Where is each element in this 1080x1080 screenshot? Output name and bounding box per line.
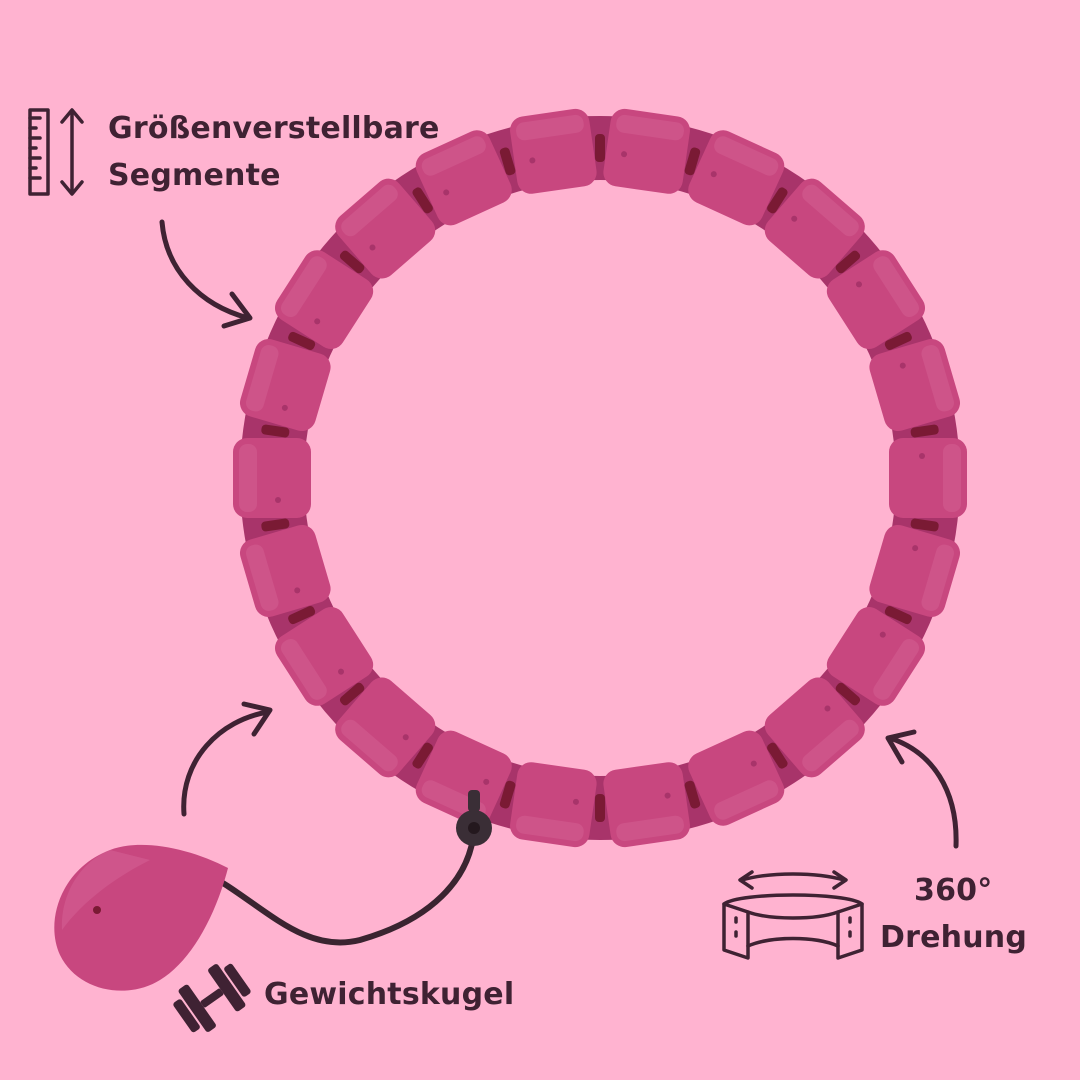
arrow-rotation <box>885 729 959 849</box>
hoop-joint <box>884 606 912 625</box>
hoop-segment <box>826 607 926 706</box>
hoop-joint <box>339 250 365 274</box>
segments-line1: Größenverstellbare <box>108 111 440 146</box>
weight-ball <box>54 844 229 991</box>
hoop-segment <box>239 524 331 617</box>
hoop-joint <box>884 331 912 350</box>
hoop-segment <box>415 130 512 226</box>
hoop-segment <box>603 108 690 194</box>
hoop-segment <box>688 130 785 226</box>
hoop-segment <box>764 178 865 279</box>
hoop-segment <box>233 438 311 518</box>
feature-weight-label: Gewichtskugel <box>264 972 514 1019</box>
hoop-segment <box>869 339 961 432</box>
weight-cord <box>197 827 477 946</box>
hoop-segment <box>274 607 374 706</box>
hoop-segment <box>764 677 865 778</box>
hoop-joint <box>412 742 433 769</box>
hoop-joint <box>684 780 701 809</box>
feature-rotation-label: 360° Drehung <box>880 868 1027 961</box>
hoop-joint <box>595 794 605 822</box>
hoop-segment <box>274 250 374 349</box>
hoop-joint <box>339 682 365 706</box>
segments-line2: Segmente <box>108 157 281 193</box>
hoop-segment <box>510 108 597 194</box>
arrow-weight <box>181 701 273 817</box>
hoop-joint <box>288 606 316 625</box>
hoop-segment <box>239 339 331 432</box>
connector-stem <box>468 790 480 812</box>
hoop-joint <box>684 147 701 176</box>
hoop-joint <box>499 147 516 176</box>
hoop-segment <box>688 730 785 826</box>
hoop-segment <box>869 524 961 617</box>
hoop-segment <box>603 762 690 848</box>
hoop-joint <box>835 682 861 706</box>
hoop-joint <box>835 250 861 274</box>
ruler-height-icon <box>28 108 84 196</box>
hoop-joint <box>261 518 290 532</box>
connector-screw <box>468 822 480 834</box>
hoop-joint <box>767 742 788 769</box>
hoop-segment <box>510 762 597 848</box>
weight-label: Gewichtskugel <box>264 977 515 1012</box>
rotation-band-icon <box>722 870 864 960</box>
hoop-joint <box>261 424 290 438</box>
hoop-joint <box>910 424 939 438</box>
hula-hoop <box>233 108 967 848</box>
hoop-joint <box>412 187 433 214</box>
dumbbell-icon <box>173 963 251 1033</box>
rotation-line2: Drehung <box>880 919 1027 955</box>
hoop-joint <box>499 780 516 809</box>
hoop-joint <box>595 134 605 162</box>
hoop-segment <box>335 677 436 778</box>
hoop-segment <box>826 250 926 349</box>
hoop-segment <box>335 178 436 279</box>
feature-segments-label: Größenverstellbare Segmente <box>108 106 440 199</box>
rotation-line1: 360° <box>914 873 993 908</box>
hoop-segment <box>889 438 967 518</box>
arrow-segments <box>159 219 253 329</box>
hoop-joint <box>767 187 788 214</box>
hoop-joint <box>288 331 316 350</box>
hoop-joint <box>910 518 939 532</box>
